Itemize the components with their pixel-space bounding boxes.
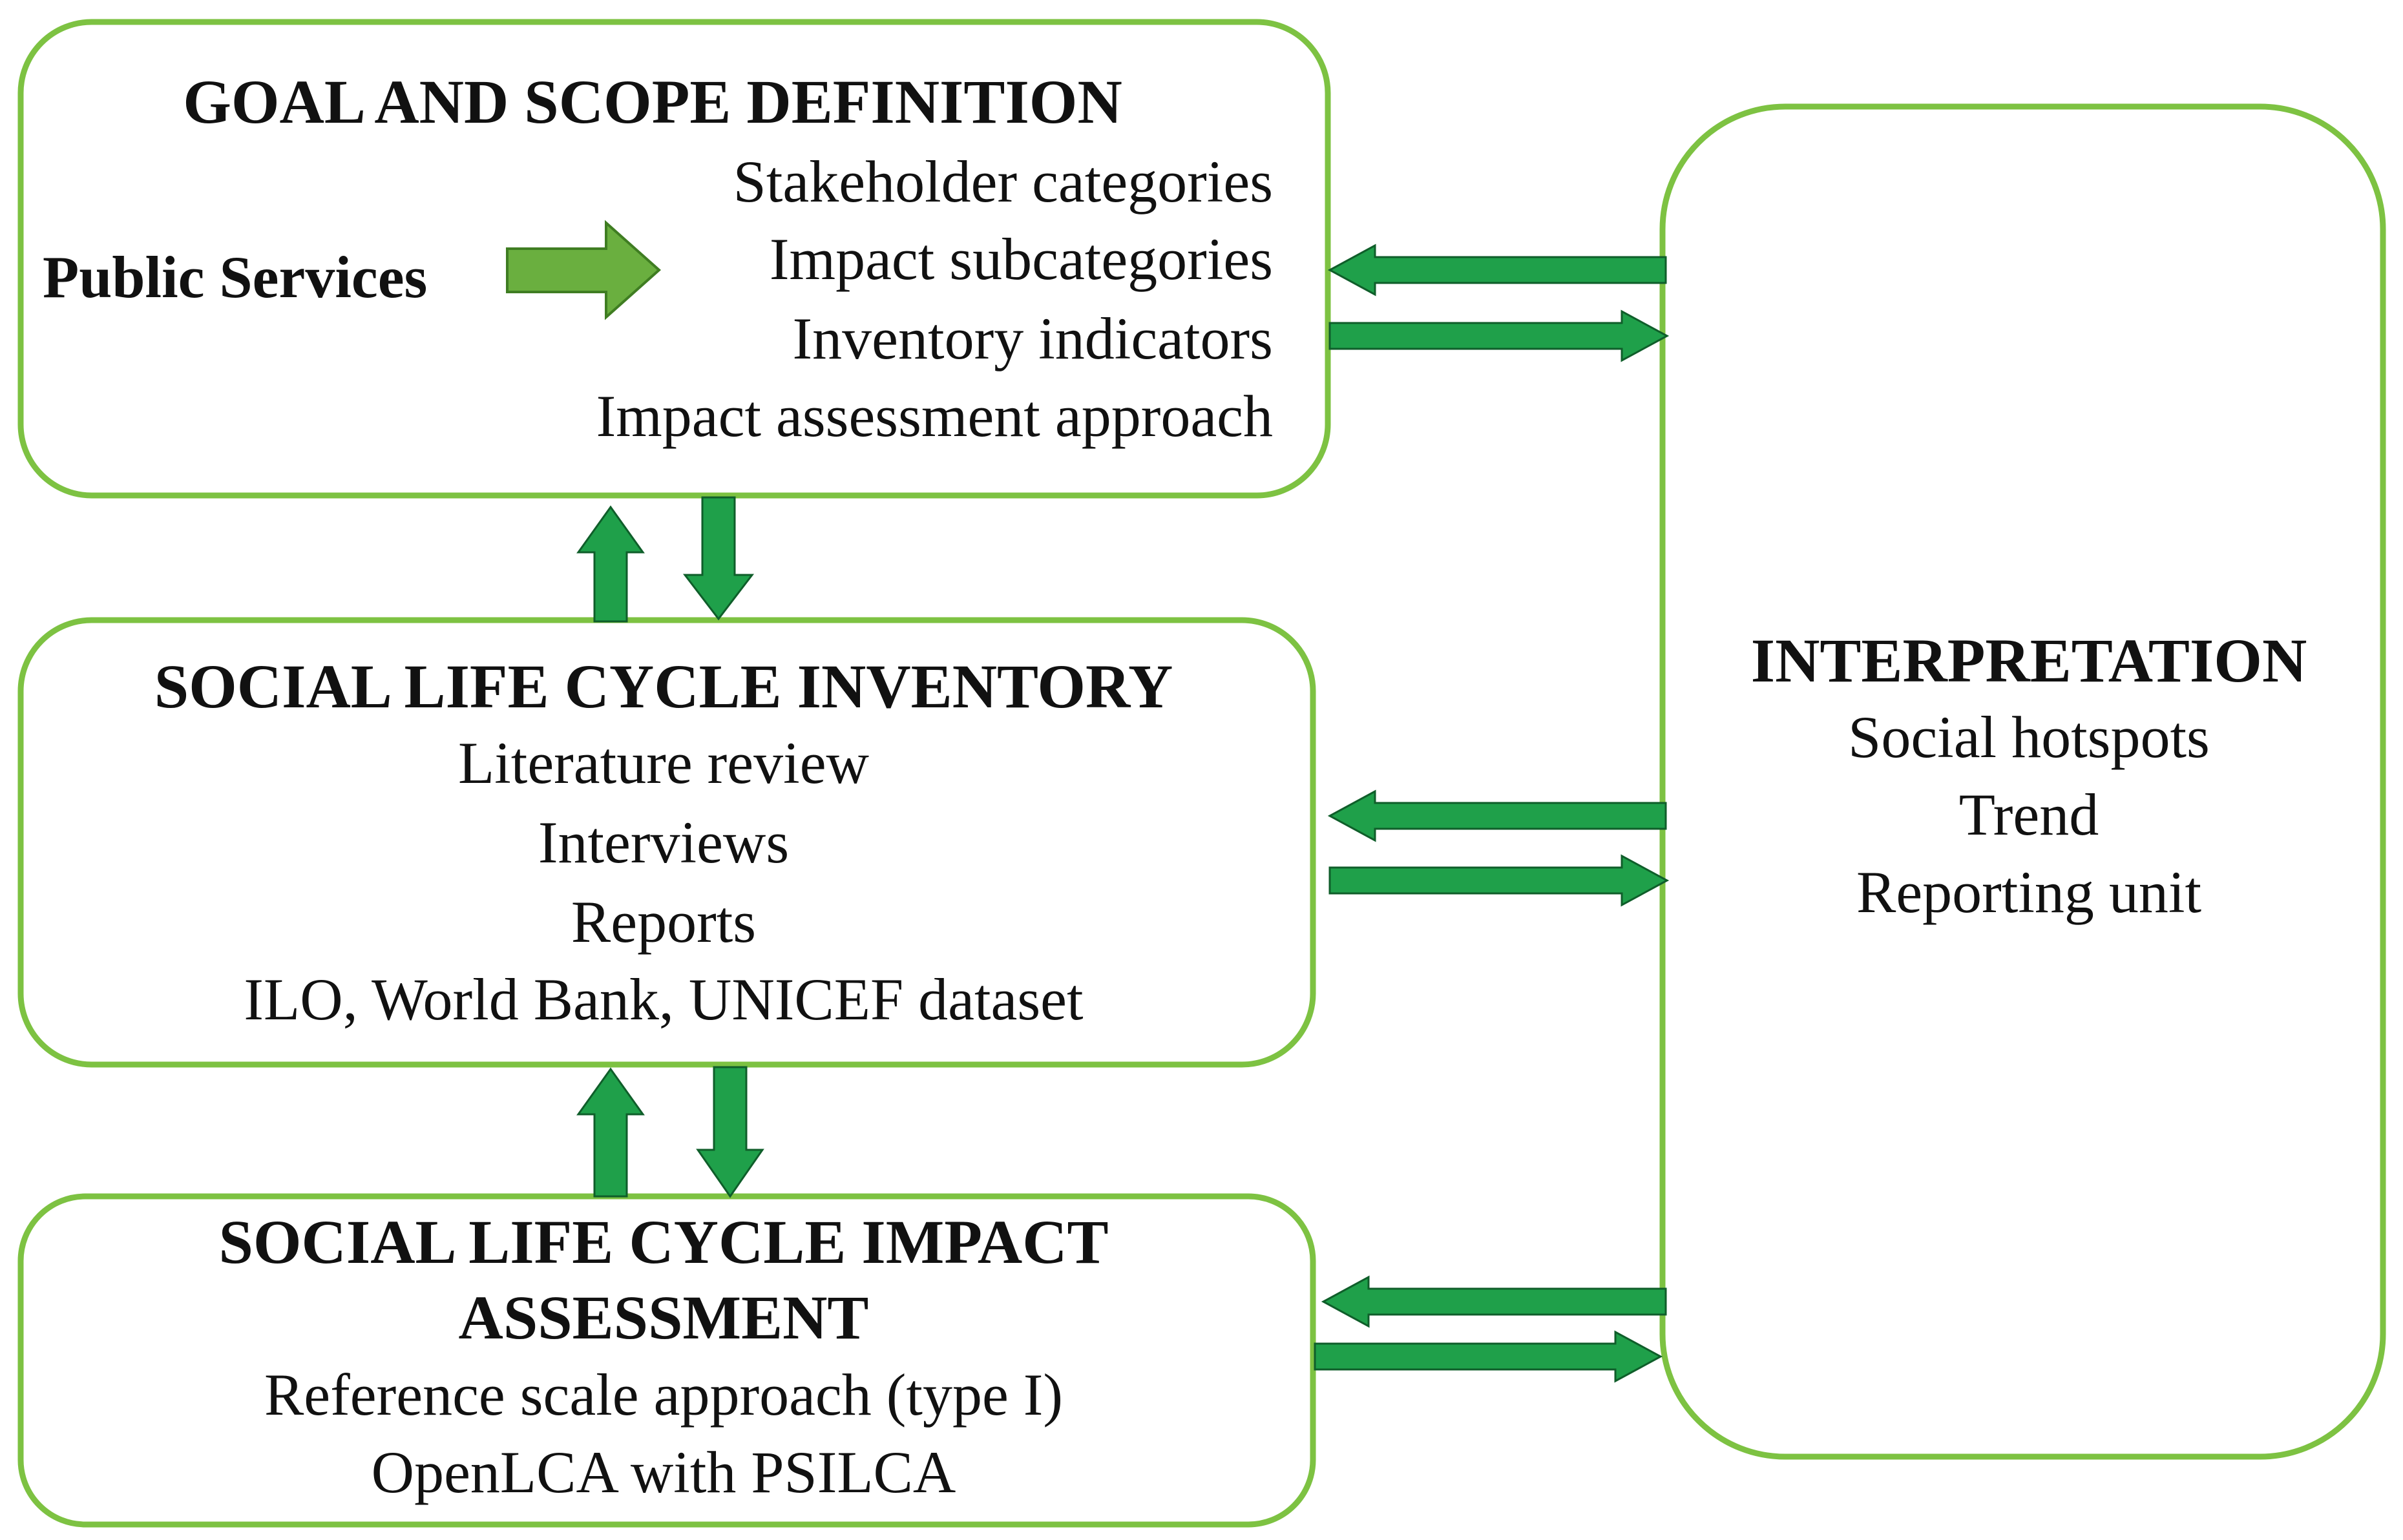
inventory-item: Literature review: [458, 730, 870, 796]
right-arrow-inventory-to-interpretation: [1328, 854, 1670, 907]
goal-scope-box: [17, 19, 1331, 499]
goal-scope-item: Stakeholder categories: [733, 149, 1273, 214]
impact-title-line2: ASSESSMENT: [459, 1283, 869, 1352]
inventory-box: [17, 617, 1316, 1068]
inventory-title: SOCIAL LIFE CYCLE INVENTORY: [154, 652, 1173, 721]
right-arrow-goal-to-interpretation: [1328, 309, 1670, 362]
impact-item: Reference scale approach (type I): [264, 1362, 1063, 1428]
impact-title-line1: SOCIAL LIFE CYCLE IMPACT: [218, 1207, 1108, 1276]
inventory-item: Interviews: [538, 809, 789, 875]
goal-scope-item: Inventory indicators: [793, 306, 1273, 371]
impact-item: OpenLCA with PSILCA: [372, 1439, 956, 1505]
up-arrow-inventory-to-goal: [576, 505, 645, 623]
goal-scope-title: GOAL AND SCOPE DEFINITION: [183, 67, 1122, 136]
impact-assessment-box: [17, 1193, 1316, 1528]
down-arrow-inventory-to-impact: [696, 1066, 764, 1198]
left-arrow-interpretation-to-inventory: [1327, 789, 1667, 842]
inventory-item: Reports: [571, 889, 756, 955]
input-arrow: [506, 220, 662, 320]
interpretation-item: Reporting unit: [1856, 859, 2202, 925]
left-arrow-interpretation-to-goal: [1327, 244, 1667, 297]
goal-scope-item: Impact assessment approach: [596, 383, 1273, 449]
interpretation-item: Trend: [1959, 782, 2099, 848]
left-arrow-interpretation-to-impact: [1321, 1275, 1667, 1328]
inventory-item: ILO, World Bank, UNICEF dataset: [244, 966, 1084, 1032]
public-services-label: Public Services: [43, 244, 427, 310]
up-arrow-impact-to-inventory: [576, 1067, 645, 1198]
interpretation-item: Social hotspots: [1848, 704, 2210, 770]
interpretation-title: INTERPRETATION: [1751, 626, 2307, 695]
down-arrow-goal-to-inventory: [682, 496, 755, 621]
goal-scope-item: Impact subcategories: [770, 226, 1273, 292]
right-arrow-impact-to-interpretation: [1314, 1330, 1663, 1383]
interpretation-box: [1659, 103, 2386, 1460]
